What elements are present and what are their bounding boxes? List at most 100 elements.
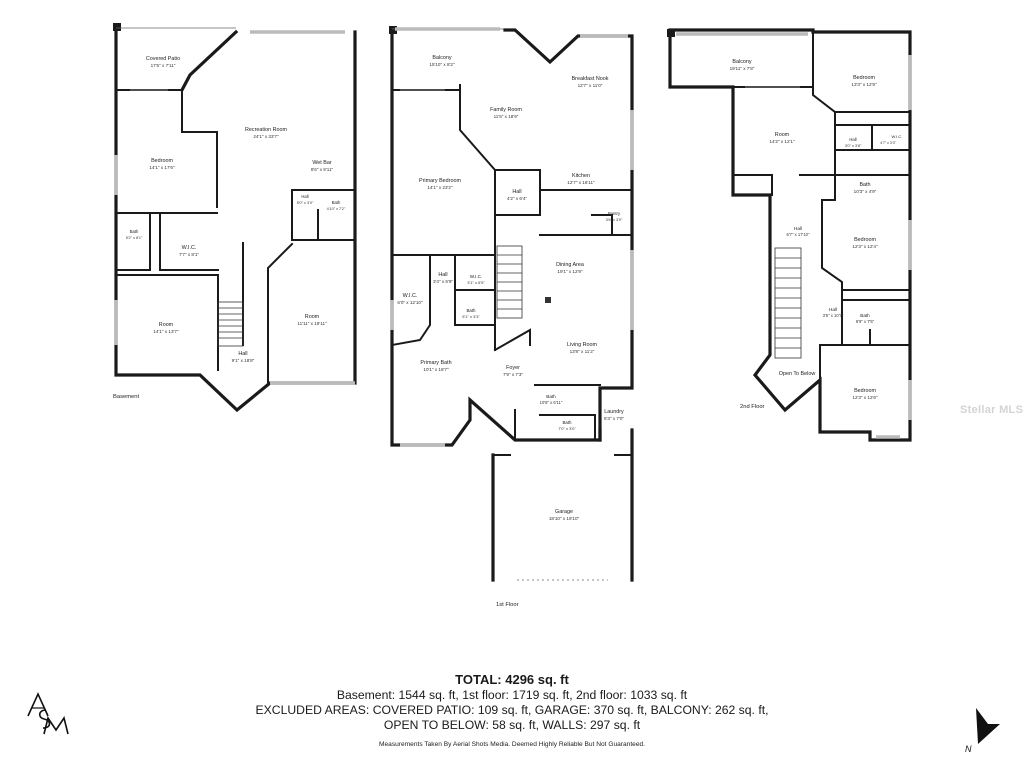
room-dims: 12'3" x 12'6" [852,395,878,400]
room-name: Balcony [432,55,451,61]
room-name: Bedroom [854,388,876,394]
room-dims: 17'5" x 7'11" [151,63,176,68]
first-floor-plan [389,26,634,582]
room-name: Hall [301,194,308,199]
room-name: Dining Area [556,262,584,268]
room-dims: 14'2" x 12'1" [769,139,795,144]
excluded-areas: EXCLUDED AREAS: COVERED PATIO: 109 sq. f… [255,703,769,717]
room-dims: 12'3" x 12'4" [852,244,878,249]
footer: TOTAL: 4296 sq. ft Basement: 1544 sq. ft… [0,672,1024,748]
room-dims: 9'1" x 18'8" [232,358,255,363]
room-dims: 14'1" x 17'6" [149,165,175,170]
room-dims: 3'0" x 3'8" [845,144,862,148]
room-dims: 8'9" x 7'5" [856,319,875,324]
room-name: Primary Bath [420,360,451,366]
room-dims: 10'1" x 18'7" [423,367,449,372]
room-name: Foyer [506,365,520,371]
room-dims: 5'1" x 3'3" [462,314,480,319]
basement-plan [113,23,357,413]
room-name: Covered Patio [146,56,180,62]
room-name: Bedroom [853,75,875,81]
room-name: Family Room [490,107,522,113]
room-name: W.I.C. [892,134,903,139]
room-dims: 3'4" x 6'9" [433,279,453,284]
floor-label-second: 2nd Floor [740,404,765,410]
room-dims: 3'6" x 3'9" [606,218,623,222]
room-name: Pantry [608,211,621,216]
excluded-areas-cont: OPEN TO BELOW: 58 sq. ft, WALLS: 297 sq.… [383,718,641,732]
room-name: Room [159,322,174,328]
disclaimer: Measurements Taken By Aerial Shots Media… [379,741,645,748]
room-name: W.I.C. [470,274,483,279]
room-name: Room [305,314,320,320]
room-dims: 6'7" x 17'10" [787,232,810,237]
room-dims: 3'5" x 10'7" [823,313,844,318]
room-name: Breakfast Nook [572,76,609,82]
room-dims: 15'10" x 8'2" [429,62,455,67]
room-dims: 13'3" x 12'9" [851,82,877,87]
room-name: Room [775,132,790,138]
room-name: Balcony [732,59,751,65]
room-name: Bath [332,200,341,205]
second-floor-labels: Balcony 19'11" x 7'8" Bedroom 13'3" x 12… [730,59,903,410]
floor-plan-drawing: Covered Patio 17'5" x 7'11" Recreation R… [113,23,912,608]
room-name: Recreation Room [245,127,287,133]
room-dims: 4'7" x 3'3" [880,141,896,145]
room-name: Garage [555,509,573,515]
room-name: Bedroom [854,237,876,243]
basement-labels: Covered Patio 17'5" x 7'11" Recreation R… [113,56,346,400]
room-dims: 10'8" x 6'11" [540,400,563,405]
room-name: Bath [859,182,870,188]
room-name: Wet Bar [312,160,332,166]
north-arrow-icon: N [965,708,1000,754]
room-dims: 7'0" x 3'0" [558,426,576,431]
room-name: Laundry [604,409,624,415]
room-name: Hall [238,351,247,357]
floor-areas: Basement: 1544 sq. ft, 1st floor: 1719 s… [336,688,688,702]
second-floor-plan [667,28,912,442]
room-dims: 14'1" x 13'7" [153,329,179,334]
room-dims: 24'1" x 33'7" [253,134,279,139]
room-dims: 18'10" x 19'10" [549,516,580,521]
room-dims: 5'3" x 7'0" [604,416,624,421]
room-name: W.I.C. [403,293,418,299]
floor-label-basement: Basement [113,394,139,400]
room-name: Hall [438,272,447,278]
room-dims: 5'2" x 8'1" [126,236,143,240]
room-dims: 8'6" x 9'11" [311,167,334,172]
room-name: Bath [562,420,572,425]
watermark: Stellar MLS [960,404,1024,416]
total-area: TOTAL: 4296 sq. ft [455,672,569,687]
room-dims: 13'8" x 11'2" [570,349,595,354]
floor-label-first: 1st Floor [496,602,519,608]
room-dims: 4'10" x 7'2" [327,207,346,211]
room-name: Bedroom [151,158,173,164]
room-dims: 7'7" x 8'1" [179,252,199,257]
room-name: Bath [466,308,476,313]
room-name: Bath [546,394,556,399]
room-dims: 6'0" x 12'10" [397,300,423,305]
room-name: Living Room [567,342,597,348]
room-name: Primary Bedroom [419,178,461,184]
room-dims: 11'5" x 18'9" [494,114,519,119]
compass: N [962,704,1006,759]
room-dims: 10'3" x 4'9" [854,189,877,194]
room-name: Open To Below [779,371,816,377]
room-name: Hall [512,189,521,195]
room-dims: 5'0" x 3'0" [297,201,314,205]
room-dims: 11'11" x 19'11" [297,321,327,326]
room-name: Hall [849,137,856,142]
room-name: Hall [794,226,802,231]
room-dims: 19'11" x 7'8" [730,66,755,71]
room-name: W.I.C. [182,245,197,251]
room-dims: 4'2" x 6'4" [507,196,527,201]
asm-logo [24,690,70,741]
room-dims: 12'7" x 16'11" [567,180,595,185]
room-dims: 3'1" x 6'5" [467,280,485,285]
asm-monogram-logo [27,692,69,735]
room-dims: 12'7" x 11'0" [578,83,603,88]
room-name: Hall [829,307,837,312]
room-dims: 14'1" x 23'2" [427,185,453,190]
room-name: Bath [130,229,139,234]
first-floor-labels: Balcony 15'10" x 8'2" Breakfast Nook 12'… [397,55,624,608]
